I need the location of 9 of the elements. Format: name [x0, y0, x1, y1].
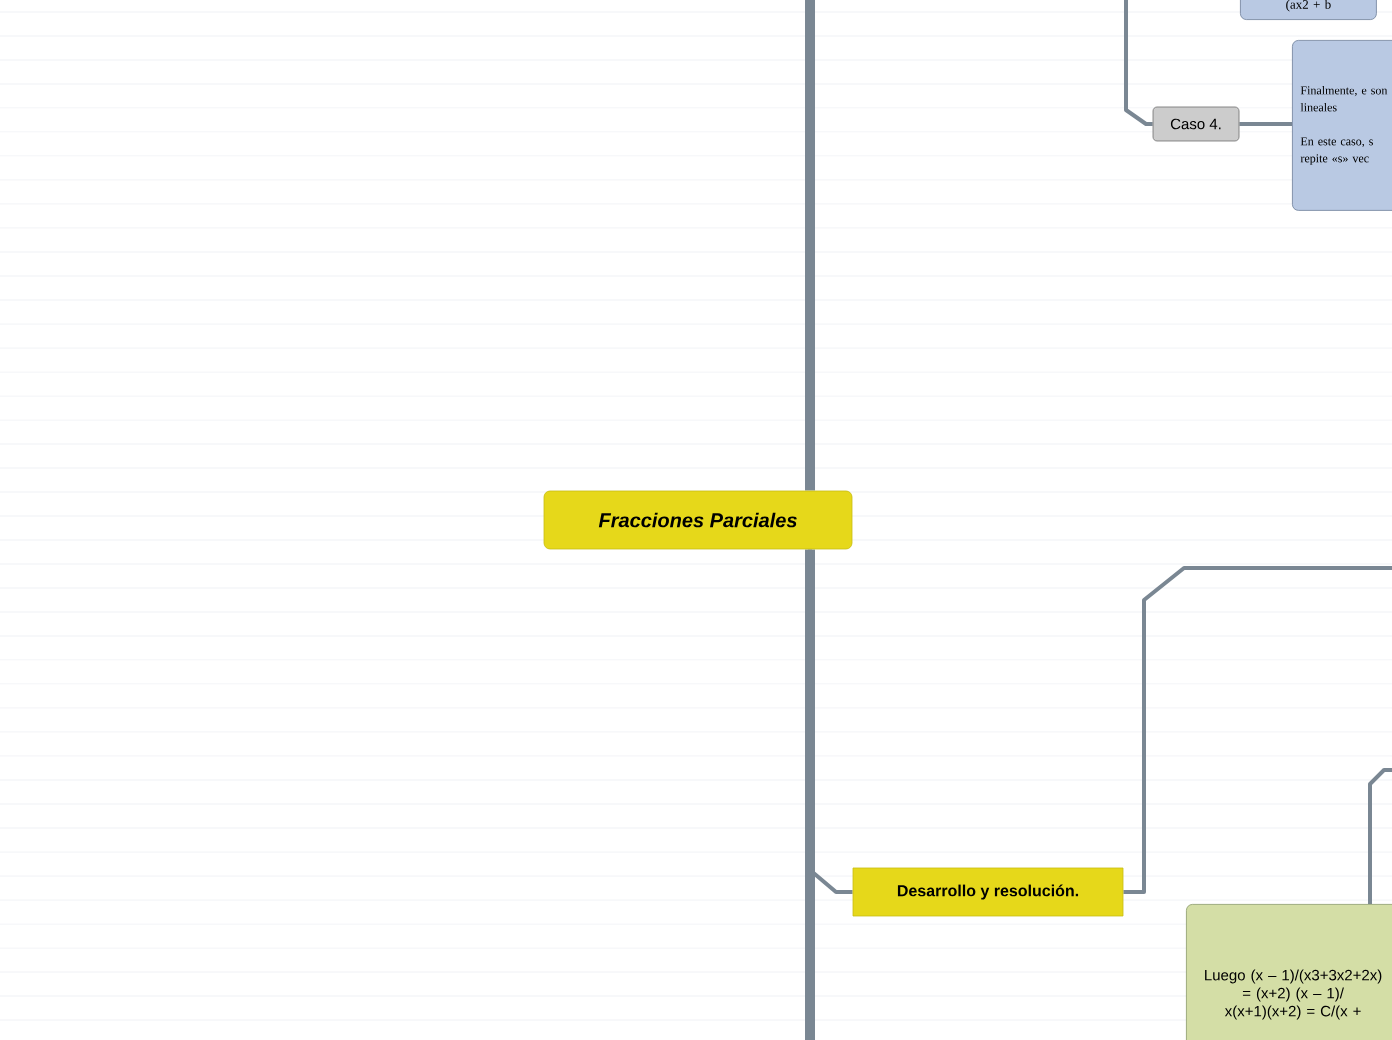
- topic-box: Desarrollo y resolución.: [852, 867, 1124, 917]
- connector: [1123, 566, 1392, 894]
- connector: [1239, 122, 1292, 126]
- connector: [1124, 0, 1153, 126]
- connector: [808, 549, 853, 894]
- connector: [805, 549, 815, 1040]
- title-box: Fracciones Parciales: [543, 490, 853, 550]
- connector: [805, 0, 815, 491]
- connector: [1368, 768, 1392, 904]
